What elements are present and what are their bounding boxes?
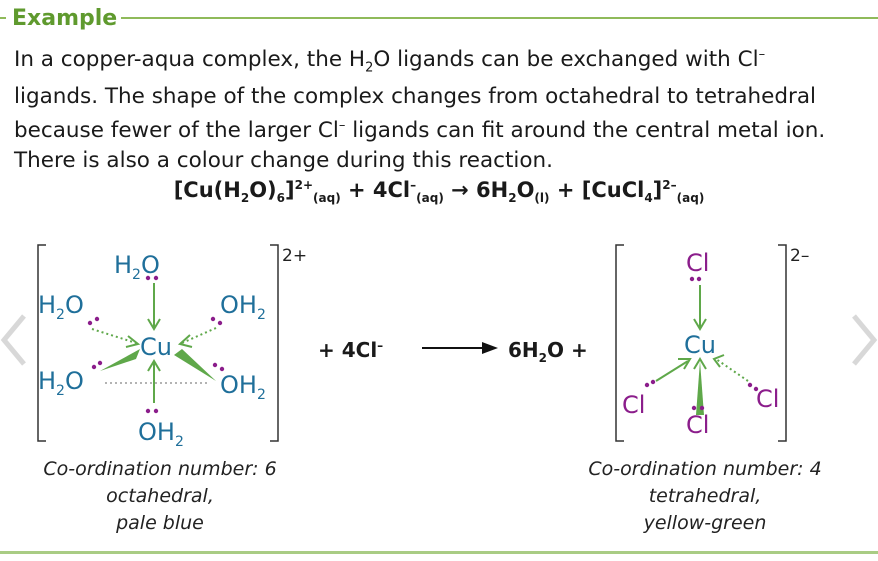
ligand-top-cl: Cl [686, 249, 709, 277]
right-bracket-open [615, 244, 624, 442]
ligand-left-cl: Cl [622, 391, 645, 419]
header-rule-left [0, 17, 6, 19]
ligand-bottom-cl: Cl [686, 411, 709, 439]
reaction-equation: [Cu(H2O)6]2+(aq) + 4Cl–(aq) → 6H2O(l) + … [173, 178, 705, 206]
right-bracket-close [778, 244, 787, 442]
reaction-arrow-icon [422, 342, 498, 354]
paragraph-line-2: ligands. The shape of the complex change… [14, 84, 817, 110]
ligand-lower-right-oh2: OH2 [220, 371, 266, 403]
previous-arrow-icon[interactable] [0, 310, 30, 370]
example-heading: Example [10, 6, 122, 31]
left-caption: Co-ordination number: 6 octahedral, pale… [43, 458, 277, 534]
bottom-rule [0, 551, 878, 554]
left-charge: 2+ [282, 246, 307, 266]
paragraph-line-3: because fewer of the larger Cl– ligands … [14, 118, 826, 144]
explanation-paragraph: In a copper-aqua complex, the H2O ligand… [14, 40, 874, 175]
plus-chloride-label: + 4Cl– [318, 338, 384, 362]
ligand-lower-left-h2o: H2O [38, 367, 84, 399]
octahedral-complex-diagram: 2+ H2O Cu H2O OH2 H2O OH2 OH2 [37, 244, 307, 450]
header-rule [115, 17, 878, 19]
left-bracket-close [270, 244, 279, 442]
ligand-right-cl: Cl [756, 385, 779, 413]
next-arrow-icon[interactable] [848, 310, 878, 370]
right-caption: Co-ordination number: 4 tetrahedral, yel… [588, 458, 822, 534]
ligand-upper-left-h2o: H2O [38, 291, 84, 323]
ligand-bottom-oh2: OH2 [138, 418, 184, 450]
left-bracket-open [37, 244, 46, 442]
center-atom-cu-right: Cu [684, 331, 716, 359]
paragraph-line-4: There is also a colour change during thi… [14, 147, 554, 173]
paragraph-line-1: In a copper-aqua complex, the H2O ligand… [14, 47, 766, 76]
center-atom-cu: Cu [140, 333, 172, 361]
ligand-upper-right-oh2: OH2 [220, 291, 266, 323]
ligand-top-h2o: H2O [114, 251, 160, 283]
right-charge: 2– [790, 246, 809, 266]
tetrahedral-complex-diagram: 2– Cl Cu Cl Cl Cl [615, 244, 809, 442]
water-product-label: 6H2O + [508, 338, 588, 365]
